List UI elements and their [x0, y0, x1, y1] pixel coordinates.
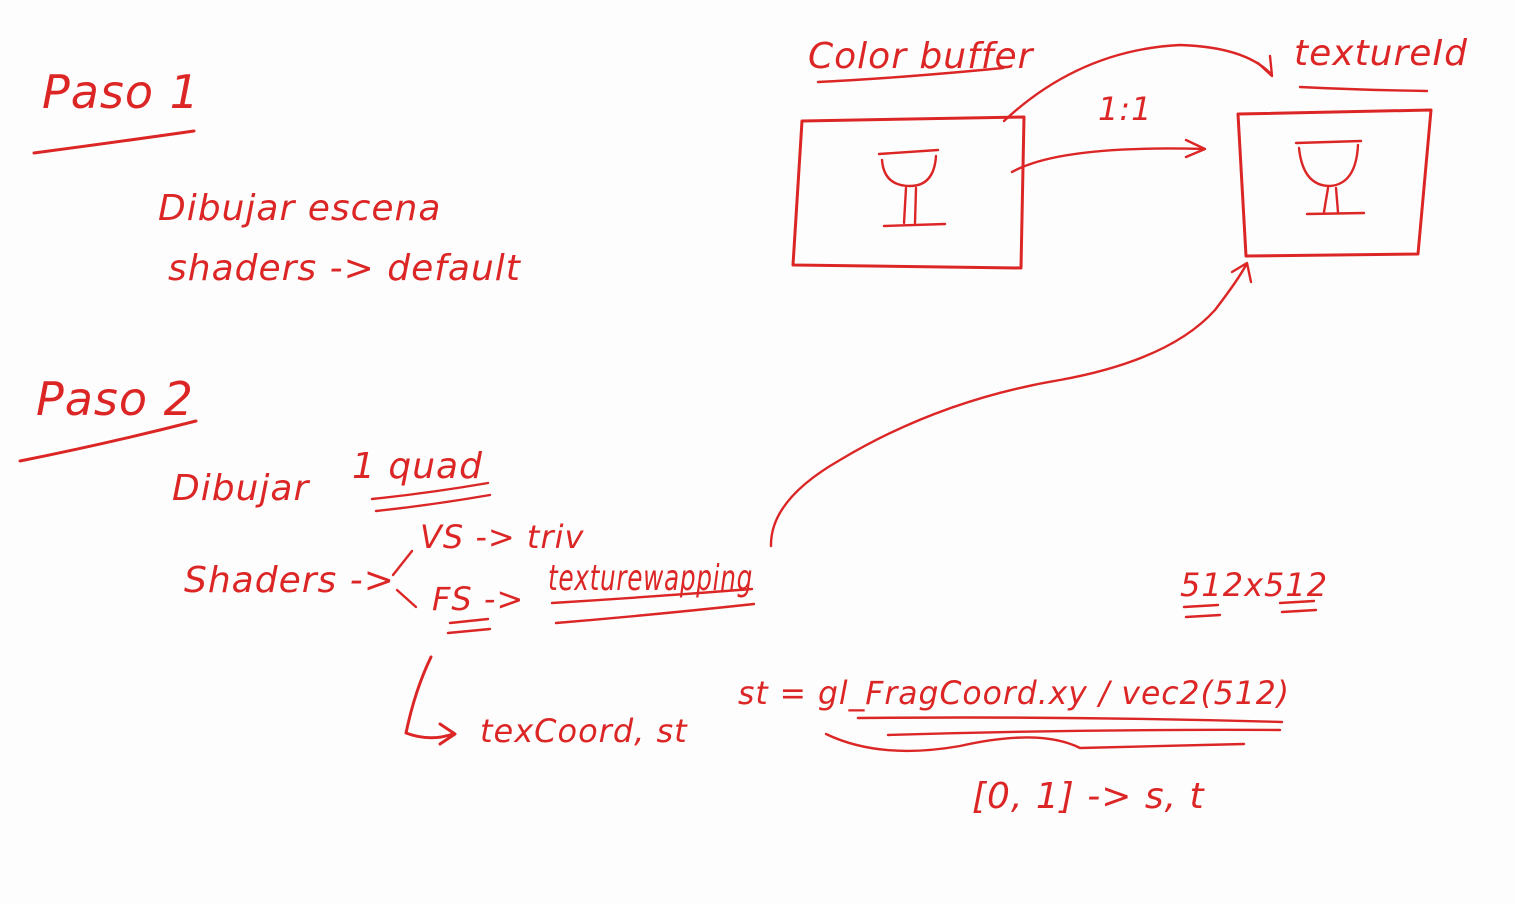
fs-underline-2 [446, 627, 492, 635]
vs-label: VS -> triv [420, 518, 585, 556]
size-underline-3 [1278, 599, 1316, 605]
step1-heading: Paso 1 [42, 65, 200, 119]
quad-underline-2 [374, 493, 492, 513]
step2-line1-prefix: Dibujar [172, 468, 310, 509]
formula-underline-1 [856, 716, 1284, 724]
quad-underline-1 [370, 481, 490, 501]
fs-value: texturewapping [548, 558, 753, 599]
branch-down-stroke [395, 588, 418, 609]
texture-frame [1236, 108, 1433, 258]
shaders-label: Shaders -> [184, 560, 395, 601]
color-buffer-label: Color buffer [808, 36, 1035, 77]
formula-underline-wave [824, 732, 1246, 753]
step1-heading-underline [32, 129, 196, 155]
formula-underline-2 [886, 728, 1282, 737]
fs-value-underline-1 [550, 587, 754, 605]
arc-arrow-head [1256, 54, 1274, 78]
step2-heading-underline [18, 419, 198, 463]
wine-glass-icon [877, 148, 947, 228]
fs-underline-1 [448, 617, 490, 625]
ratio-arrow-head [1184, 138, 1207, 159]
fs-label: FS -> [432, 580, 524, 618]
fs-value-underline-2 [554, 602, 756, 625]
size-label: 512x512 [1180, 566, 1328, 604]
step1-line2: shaders -> default [168, 248, 522, 289]
size-underline-2 [1184, 613, 1222, 619]
quad-label: 1 quad [352, 446, 483, 487]
curve-arrow-to-texture [769, 263, 1248, 548]
size-underline-4 [1280, 608, 1318, 614]
hook-arrow [404, 655, 455, 740]
texture-label: textureId [1294, 33, 1468, 74]
size-underline-1 [1182, 603, 1220, 609]
curve-arrow-head [1230, 261, 1253, 284]
arc-arrow-to-texture [1002, 43, 1272, 123]
texture-underline [1298, 85, 1429, 93]
ratio-label: 1:1 [1098, 90, 1153, 128]
range-label: [0, 1] -> s, t [972, 776, 1205, 817]
hook-arrow-head [438, 722, 457, 746]
texcoord-label: texCoord, st [480, 712, 688, 750]
step2-heading: Paso 2 [36, 372, 194, 426]
wine-glass-icon [1294, 139, 1366, 216]
color-buffer-underline [816, 66, 1005, 84]
branch-up-stroke [391, 549, 414, 577]
color-buffer-frame [791, 115, 1026, 270]
ratio-arrow [1010, 147, 1206, 174]
step1-line1: Dibujar escena [158, 188, 441, 229]
formula: st = gl_FragCoord.xy / vec2(512) [738, 674, 1290, 712]
